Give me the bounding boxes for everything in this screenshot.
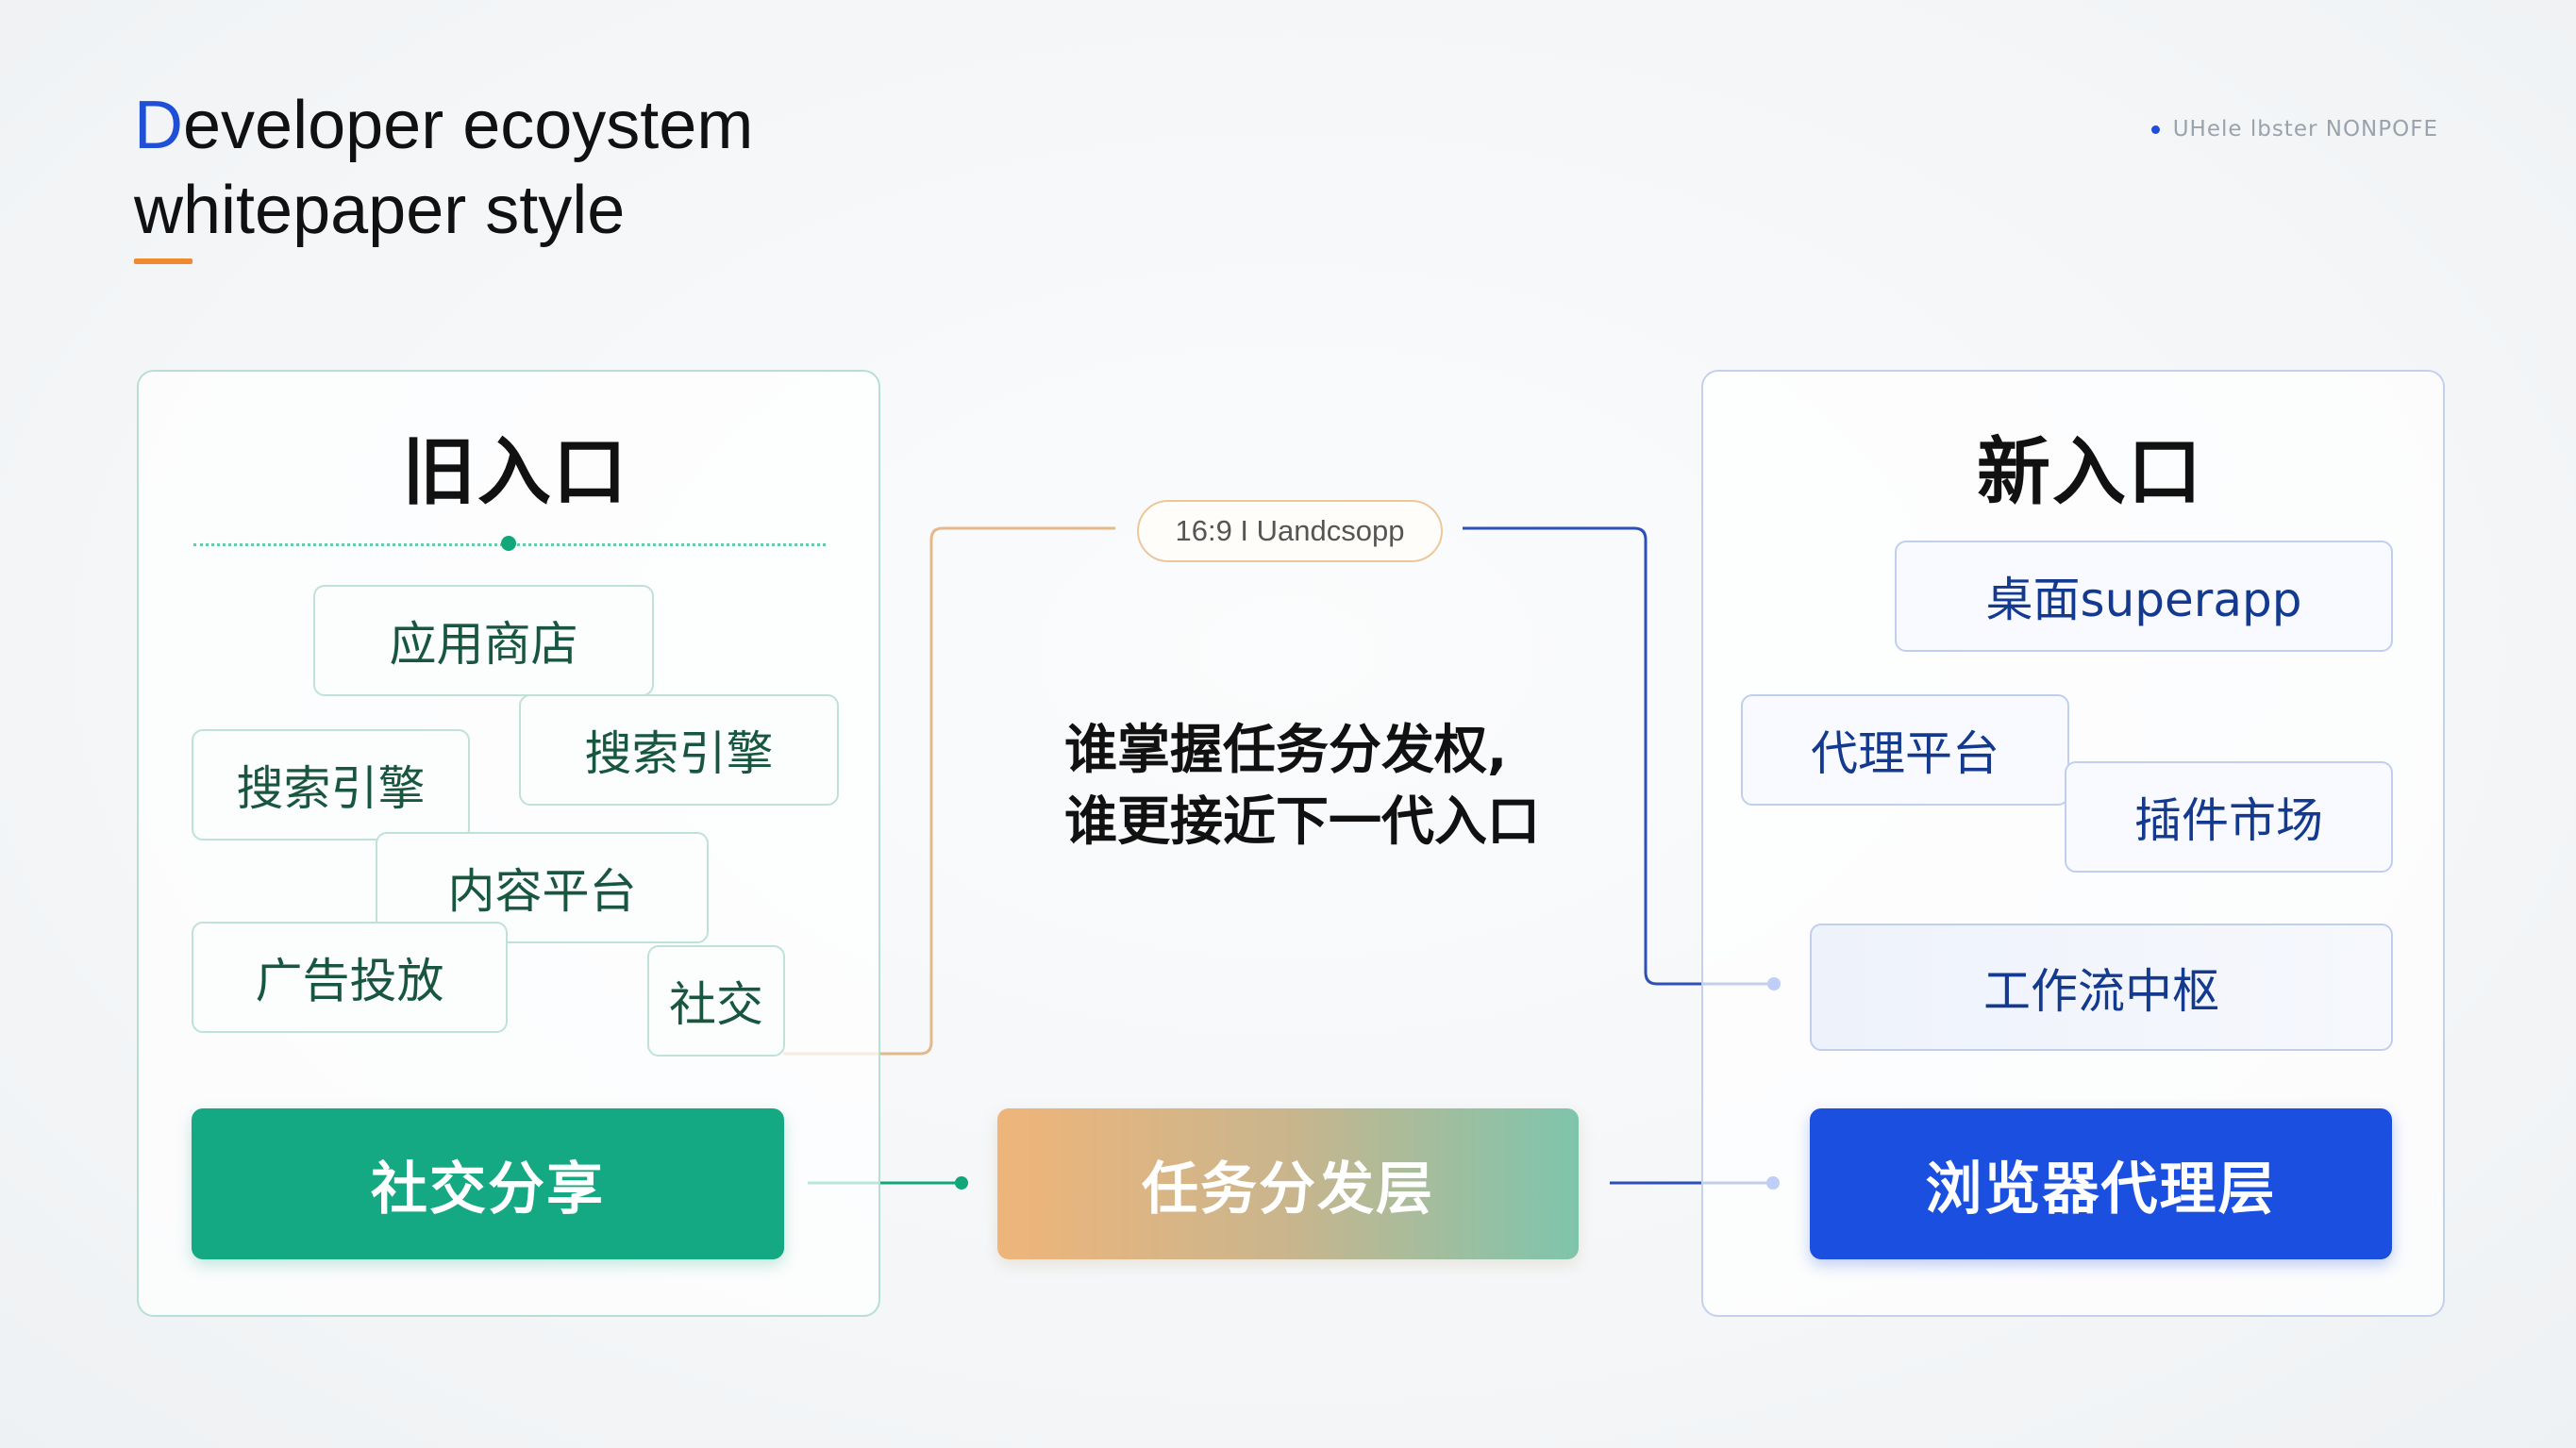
browser-agent-bar: 浏览器代理层 [1810,1108,2392,1259]
new-entry-heading: 新入口 [1977,430,2204,515]
slogan-line-2: 谁更接近下一代入口 [1064,791,1540,853]
divider-node [501,536,516,551]
title-line-1: eveloper ecoystem [183,88,754,163]
chip-app-store: 应用商店 [313,585,654,696]
chip-search-engine-1: 搜索引擎 [192,729,470,841]
slogan: 谁掌握任务分发权, 谁更接近下一代入口 [1064,715,1593,858]
chip-desktop-superapp: 桌面superapp [1895,541,2393,652]
chip-search-engine-2: 搜索引擎 [519,694,839,806]
page-title: Developer ecoystem whitepaper style [134,83,753,253]
tag-dot-icon [2150,125,2160,134]
title-underline [134,258,192,264]
title-initial: D [134,88,183,163]
chip-workflow-hub: 工作流中枢 [1810,924,2393,1051]
tag-text: UHele lbster NONPOFE [2172,117,2438,141]
task-dispatch-bar: 任务分发层 [997,1108,1579,1259]
chip-agent-platform: 代理平台 [1741,694,2069,806]
social-sharing-bar: 社交分享 [192,1108,784,1259]
header-tag: UHele lbster NONPOFE [2150,117,2438,141]
title-line-2: whitepaper style [134,173,626,248]
chip-social: 社交 [647,945,785,1057]
chip-plugin-market: 插件市场 [2065,761,2393,873]
old-entry-heading: 旧入口 [402,430,629,515]
chip-ads: 广告投放 [192,922,508,1033]
slogan-line-1: 谁掌握任务分发权, [1064,720,1508,781]
aspect-ratio-pill: 16:9 I Uandcsopp [1137,500,1443,562]
